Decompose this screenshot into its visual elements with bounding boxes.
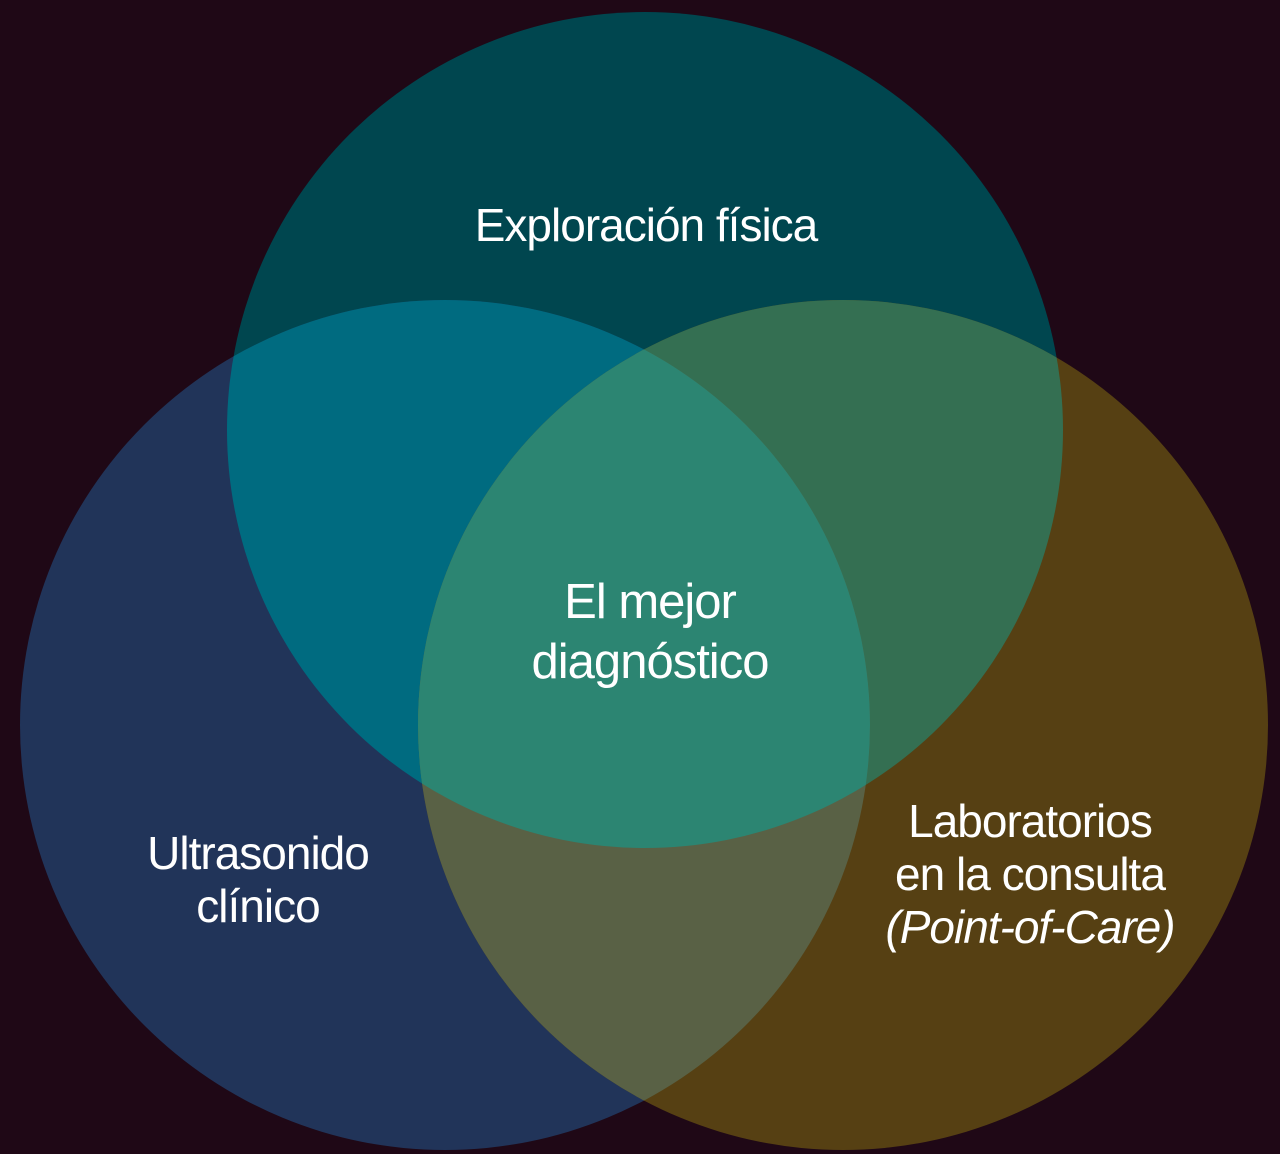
center-label-line2: diagnóstico xyxy=(531,635,770,689)
left-circle-label-line2: clínico xyxy=(196,880,320,932)
center-label-line1: El mejor xyxy=(564,575,737,629)
right-circle-label-line2: en la consulta xyxy=(895,848,1166,900)
left-circle-label-line1: Ultrasonido xyxy=(147,827,370,879)
overlap-center xyxy=(418,300,870,848)
right-circle-label: Laboratorios en la consulta (Point-of-Ca… xyxy=(885,795,1175,954)
top-circle-label: Exploración física xyxy=(474,199,818,251)
right-circle-label-line1: Laboratorios xyxy=(908,795,1153,847)
center-label: El mejor diagnóstico xyxy=(531,572,770,692)
left-circle-label: Ultrasonido clínico xyxy=(147,827,370,933)
right-circle-label-line3: (Point-of-Care) xyxy=(885,901,1175,953)
